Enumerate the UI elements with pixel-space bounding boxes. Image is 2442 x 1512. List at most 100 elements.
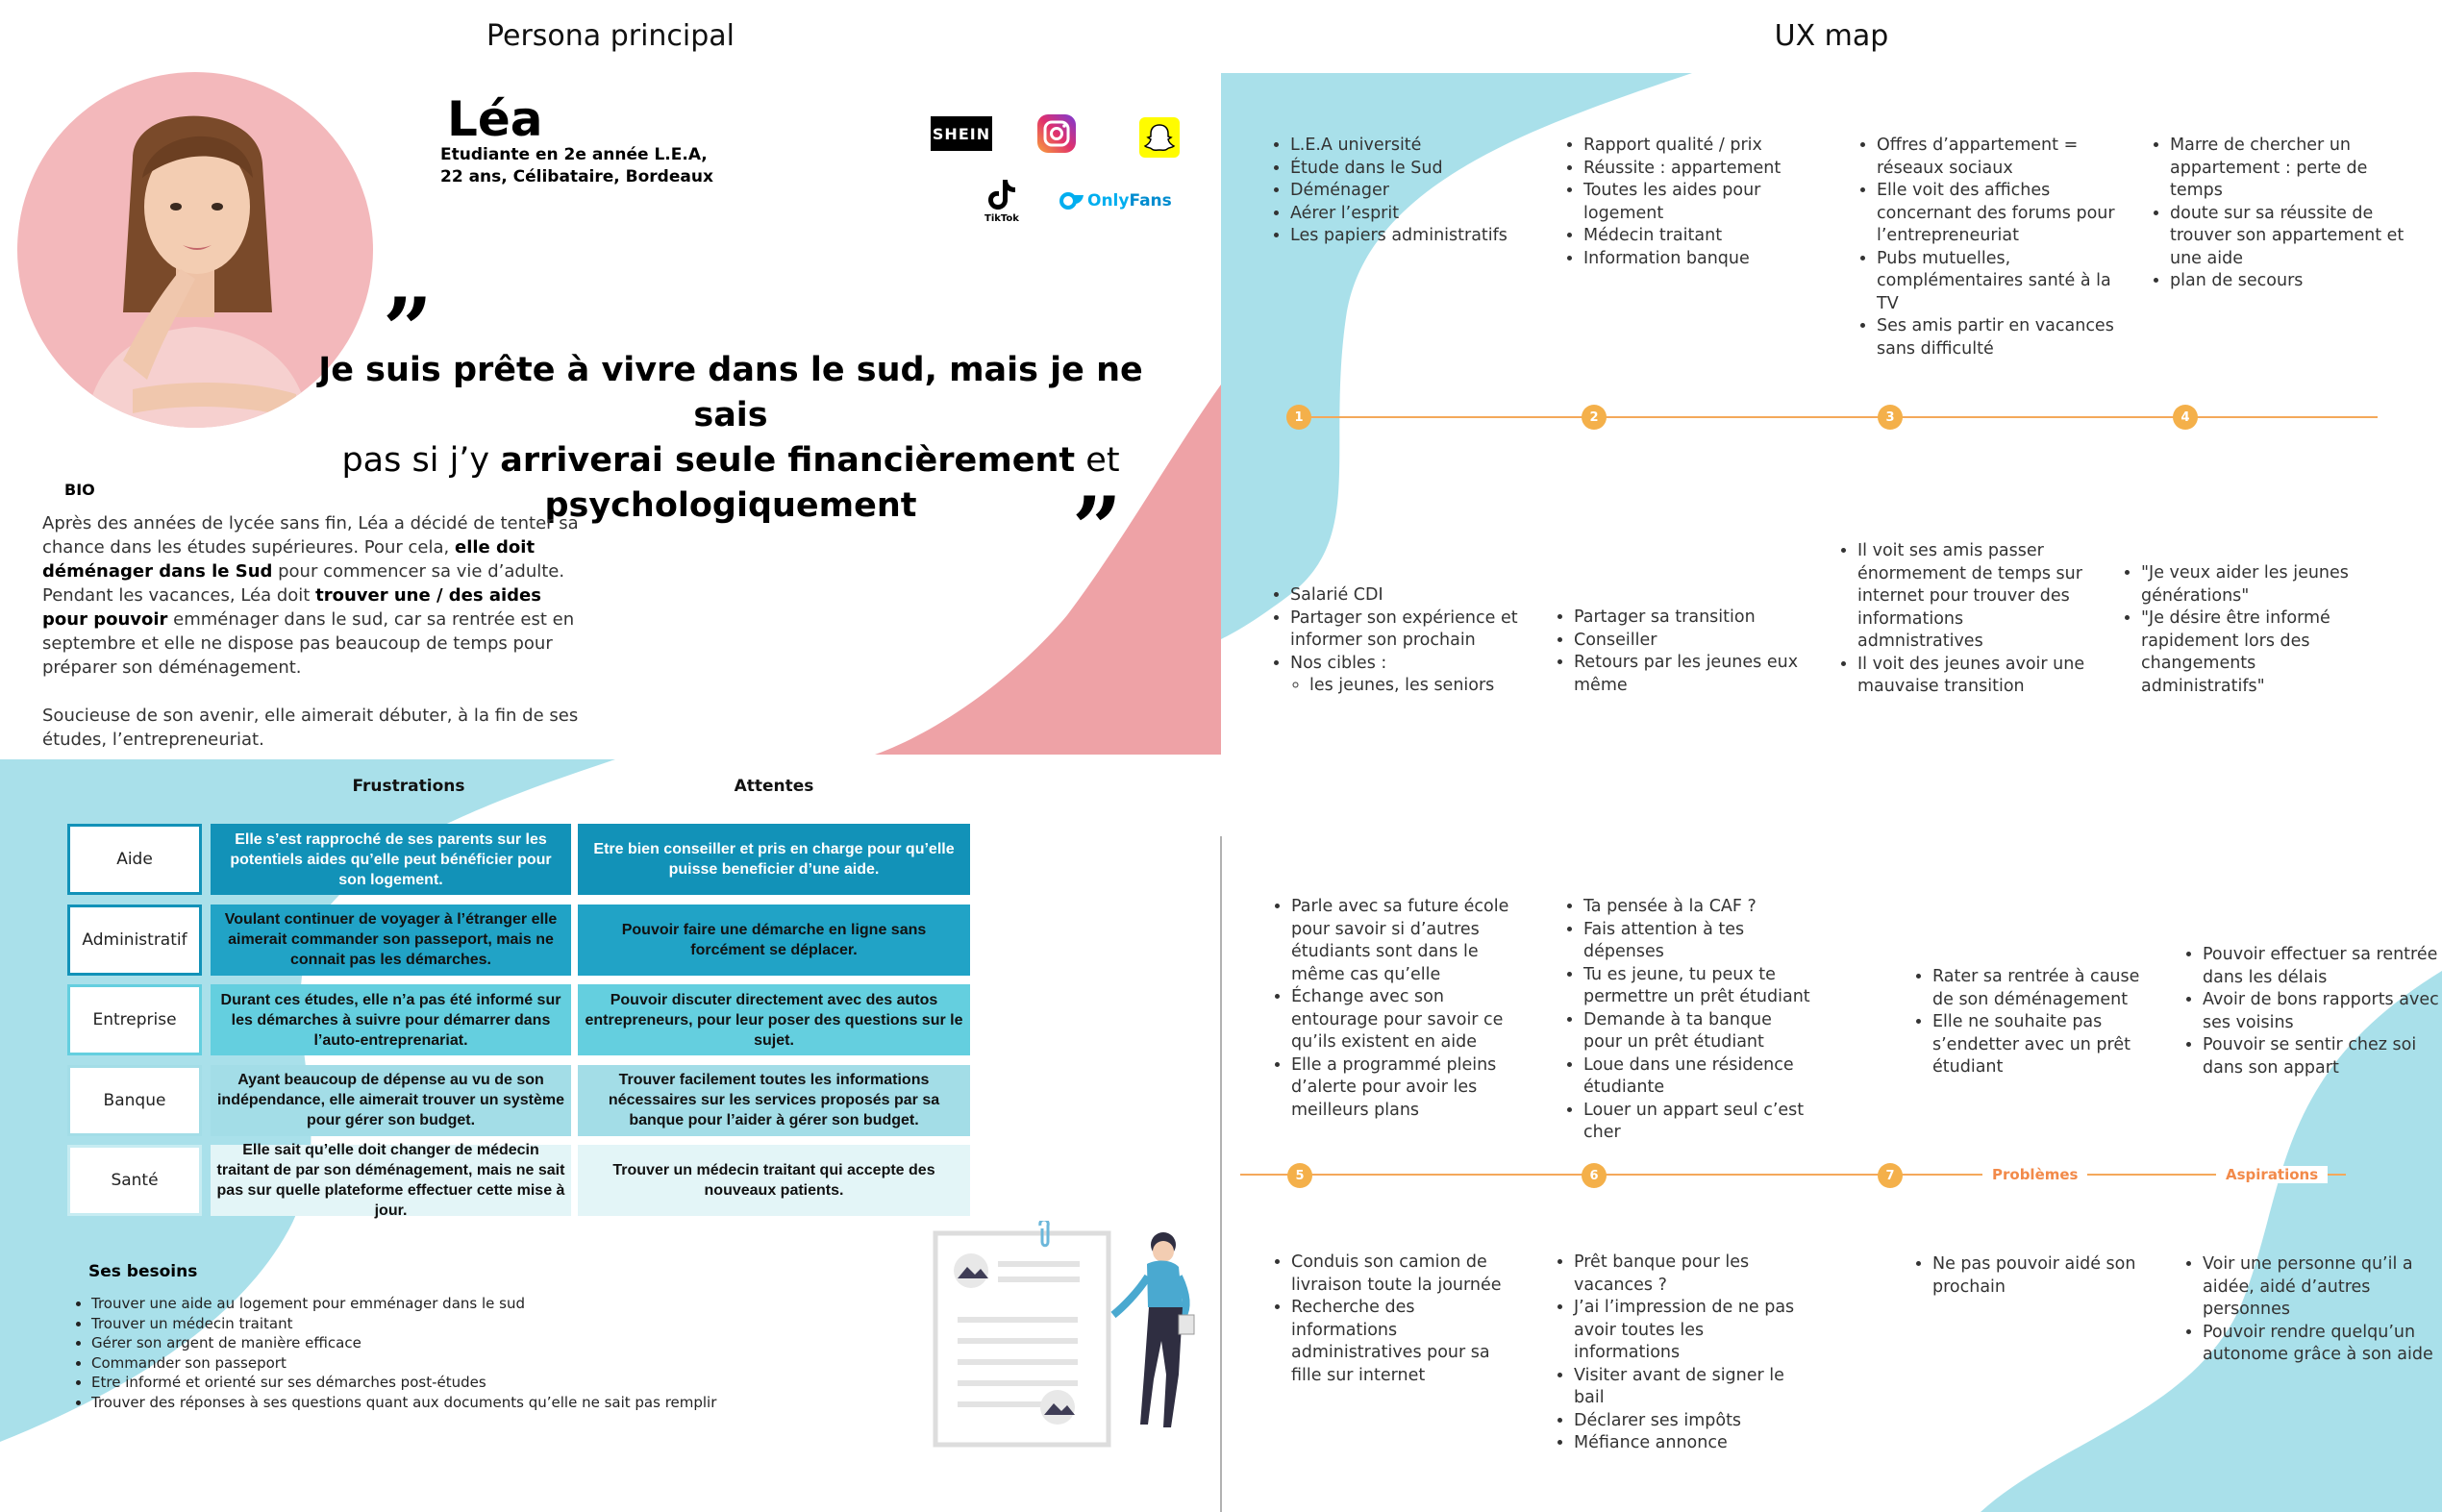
uxmap-list-item: Fais attention à tes dépenses <box>1583 919 1814 964</box>
bio-heading: BIO <box>64 481 95 499</box>
table-cell-attente: Trouver un médecin traitant qui accepte … <box>578 1145 970 1216</box>
uxmap-list-item: Parle avec sa future école pour savoir s… <box>1291 896 1522 986</box>
uxmap-list-item: Déclarer ses impôts <box>1574 1410 1805 1433</box>
uxmap-list-item: Visiter avant de signer le bail <box>1574 1365 1805 1410</box>
bio-paragraph-1: Après des années de lycée sans fin, Léa … <box>42 513 579 678</box>
uxmap-list-item: Étude dans le Sud <box>1290 158 1521 181</box>
instagram-icon <box>1036 113 1077 159</box>
uxmap-list-item: Conseiller <box>1574 630 1814 653</box>
timeline-line-2 <box>1240 1174 2346 1176</box>
uxmap-list-item: Pubs mutuelles, complémentaires santé à … <box>1877 248 2117 316</box>
uxmap-list-item: Rater sa rentrée à cause de son déménage… <box>1932 966 2163 1011</box>
uxmap-list-item: Toutes les aides pour logement <box>1583 180 1814 225</box>
shein-logo: SHEIN <box>931 116 992 151</box>
col-header-frustrations: Frustrations <box>352 777 465 796</box>
uxmap-list-item: Réussite : appartement <box>1583 158 1814 181</box>
uxmap-list: Pouvoir effectuer sa rentrée dans les dé… <box>2183 944 2442 1079</box>
uxmap-list-item: "Je veux aider les jeunes générations" <box>2141 562 2381 607</box>
uxmap-list-item: Recherche des informations administrativ… <box>1291 1297 1522 1387</box>
uxmap-list-item: Information banque <box>1583 248 1814 271</box>
uxmap-list-item: Elle voit des affiches concernant des fo… <box>1877 180 2117 248</box>
shein-logo-text: SHEIN <box>932 124 991 143</box>
table-cell-attente: Trouver facilement toutes les informatio… <box>578 1064 970 1136</box>
onlyfans-logo-text-a: Only <box>1087 191 1130 211</box>
uxmap-list-item: Marre de chercher un appartement : perte… <box>2170 135 2410 203</box>
quote-line2: pas si j’y arriverai seule financièremen… <box>341 441 1120 480</box>
uxmap-list-item: Nos cibles : <box>1290 653 1521 676</box>
uxmap-list-item: L.E.A université <box>1290 135 1521 158</box>
uxmap-list: Parle avec sa future école pour savoir s… <box>1272 896 1522 1122</box>
persona-subtitle-line2: 22 ans, Célibataire, Bordeaux <box>440 167 713 186</box>
timeline-line-1 <box>1301 416 2378 418</box>
uxmap-list: Prêt banque pour les vacances ?J’ai l’im… <box>1555 1252 1805 1455</box>
uxmap-list-item: Il voit des jeunes avoir une mauvaise tr… <box>1857 654 2088 699</box>
table-cell-frustration: Durant ces études, elle n’a pas été info… <box>211 984 571 1055</box>
uxmap-section-title: UX map <box>1774 19 1889 53</box>
uxmap-list: Ne pas pouvoir aidé son prochain <box>1913 1253 2163 1299</box>
label-aspirations: Aspirations <box>2216 1166 2329 1183</box>
uxmap-list-item: Échange avec son entourage pour savoir c… <box>1291 986 1522 1054</box>
uxmap-list-item: Méfiance annonce <box>1574 1432 1805 1455</box>
needs-item: Trouver un médecin traitant <box>91 1314 784 1334</box>
persona-subtitle: Etudiante en 2e année L.E.A, 22 ans, Cél… <box>440 144 713 188</box>
timeline-step-marker: 5 <box>1287 1163 1312 1188</box>
uxmap-list-item: Partager sa transition <box>1574 607 1814 630</box>
uxmap-list: Conduis son camion de livraison toute la… <box>1272 1252 1522 1387</box>
uxmap-sublist-holder: les jeunes, les seniors <box>1290 675 1521 698</box>
uxmap-list-item: Il voit ses amis passer énormement de te… <box>1857 540 2088 654</box>
uxmap-list: Salarié CDIPartager son expérience et in… <box>1271 584 1521 698</box>
table-cell-frustration: Elle s’est rapproché de ses parents sur … <box>211 824 571 895</box>
quote-close-mark: ” <box>1072 478 1122 580</box>
persona-subtitle-line1: Etudiante en 2e année L.E.A, <box>440 145 708 164</box>
uxmap-list-item: Les papiers administratifs <box>1290 225 1521 248</box>
timeline-step-marker: 3 <box>1878 405 1903 430</box>
needs-item: Etre informé et orienté sur ses démarche… <box>91 1373 784 1393</box>
uxmap-list: Offres d’appartement = réseaux sociauxEl… <box>1857 135 2117 360</box>
uxmap-list-item: Pouvoir rendre quelqu’un autonome grâce … <box>2203 1322 2442 1367</box>
timeline-step-marker: 1 <box>1286 405 1311 430</box>
uxmap-list-item: Ta pensée à la CAF ? <box>1583 896 1814 919</box>
uxmap-list-item: Rapport qualité / prix <box>1583 135 1814 158</box>
persona-avatar <box>17 72 373 428</box>
uxmap-list-item: Loue dans une résidence étudiante <box>1583 1054 1814 1100</box>
persona-section-title: Persona principal <box>486 19 735 53</box>
persona-quote: Je suis prête à vivre dans le sud, mais … <box>317 348 1144 529</box>
table-cell-attente: Pouvoir discuter directement avec des au… <box>578 984 970 1055</box>
uxmap-list-item: Aérer l’esprit <box>1290 203 1521 226</box>
onlyfans-icon <box>1059 192 1084 210</box>
uxmap-list-item: Elle a programmé pleins d’alerte pour av… <box>1291 1054 1522 1123</box>
table-cell-attente: Pouvoir faire une démarche en ligne sans… <box>578 904 970 976</box>
uxmap-list-item: Retours par les jeunes eux même <box>1574 652 1814 697</box>
document-person-illustration <box>931 1218 1219 1456</box>
table-row-label: Aide <box>67 824 202 895</box>
snapchat-icon <box>1139 117 1180 162</box>
uxmap-list-item: Salarié CDI <box>1290 584 1521 607</box>
bio-text: Après des années de lycée sans fin, Léa … <box>42 511 581 752</box>
uxmap-list-item: Offres d’appartement = réseaux sociaux <box>1877 135 2117 180</box>
uxmap-list: Rater sa rentrée à cause de son déménage… <box>1913 966 2163 1079</box>
uxmap-list-item: Avoir de bons rapports avec ses voisins <box>2203 989 2442 1034</box>
uxmap-list-item: Déménager <box>1290 180 1521 203</box>
needs-item: Gérer son argent de manière efficace <box>91 1333 784 1353</box>
needs-item: Trouver des réponses à ses questions qua… <box>91 1393 784 1413</box>
tiktok-logo-text: TikTok <box>984 213 1019 224</box>
uxmap-list: Partager sa transition ConseillerRetours… <box>1555 607 1814 697</box>
uxmap-list-item: Louer un appart seul c’est cher <box>1583 1100 1814 1145</box>
label-problemes: Problèmes <box>1982 1166 2088 1183</box>
needs-list: Trouver une aide au logement pour emména… <box>72 1294 784 1412</box>
bio-paragraph-2: Soucieuse de son avenir, elle aimerait d… <box>42 706 579 750</box>
table-cell-frustration: Ayant beaucoup de dépense au vu de son i… <box>211 1064 571 1136</box>
quote-open-mark: ” <box>383 279 433 381</box>
tiktok-logo: TikTok <box>981 176 1023 224</box>
timeline-step-marker: 7 <box>1878 1163 1903 1188</box>
uxmap-list-item: plan de secours <box>2170 270 2410 293</box>
table-row-label: Banque <box>67 1064 202 1136</box>
uxmap-list-item: Partager son expérience et informer son … <box>1290 607 1521 653</box>
needs-heading: Ses besoins <box>88 1262 198 1281</box>
uxmap-list-item: Pouvoir effectuer sa rentrée dans les dé… <box>2203 944 2442 989</box>
uxmap-list: Il voit ses amis passer énormement de te… <box>1838 540 2088 699</box>
timeline-step-marker: 2 <box>1582 405 1607 430</box>
uxmap-list: "Je veux aider les jeunes générations""J… <box>2122 562 2381 698</box>
uxmap-list-item: doute sur sa réussite de trouver son app… <box>2170 203 2410 271</box>
